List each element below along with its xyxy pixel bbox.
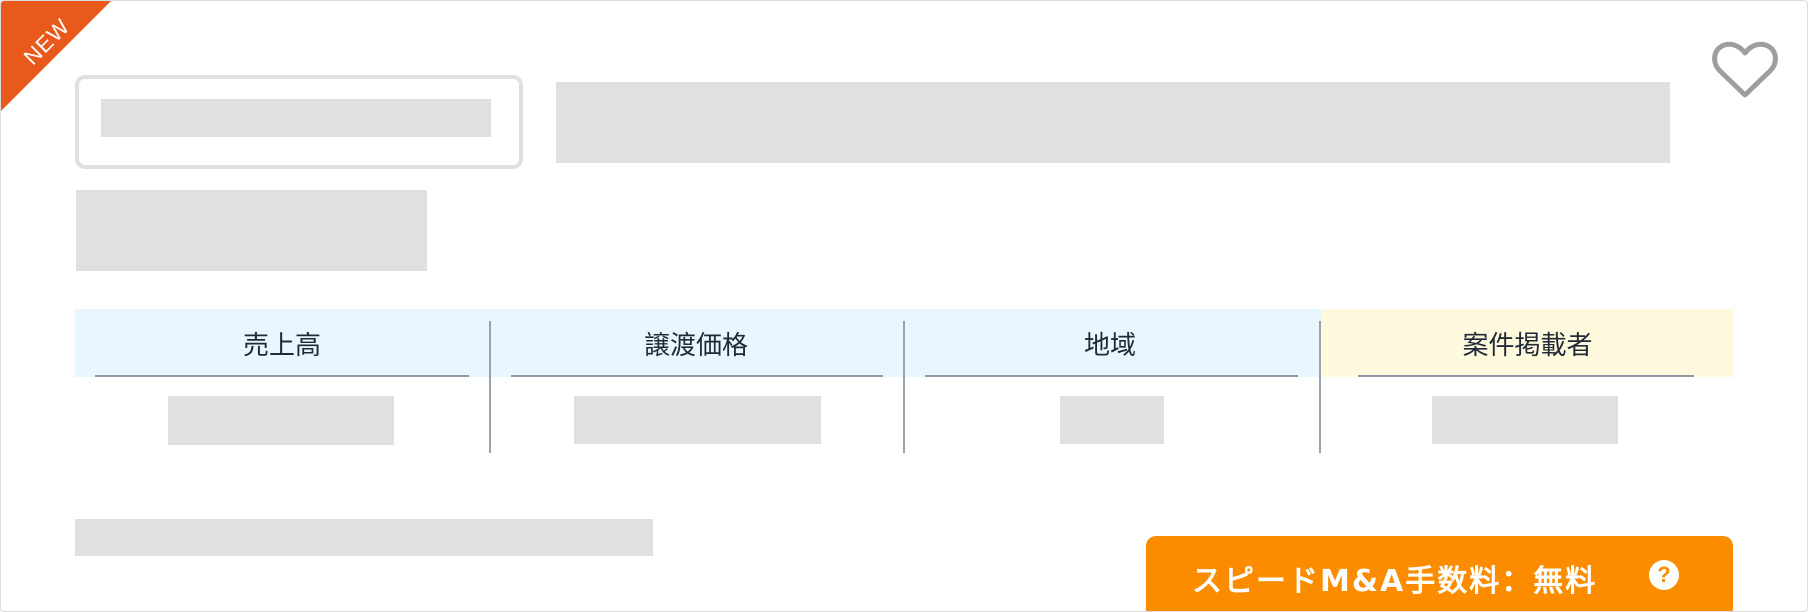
info-header-band (75, 309, 1321, 377)
category-tag-skeleton (101, 99, 491, 137)
fee-info-button[interactable]: スピードM&A手数料：無料 ? (1146, 536, 1733, 611)
title-skeleton (556, 82, 1670, 163)
poster-header-label: 案件掲載者 (1462, 331, 1593, 361)
region-value-skeleton (1060, 396, 1164, 444)
description-skeleton (75, 519, 653, 556)
column-divider (489, 321, 491, 453)
poster-header: 案件掲載者 (1321, 309, 1734, 377)
column-divider (1319, 321, 1321, 453)
poster-value-skeleton (1432, 396, 1618, 444)
region-underline (925, 375, 1298, 377)
poster-underline (1358, 375, 1694, 377)
category-tag-placeholder (75, 75, 523, 169)
fee-info-label: スピードM&A手数料：無料 (1192, 564, 1598, 599)
sales-header: 売上高 (75, 309, 489, 377)
price-header-label: 譲渡価格 (643, 331, 748, 361)
price-header: 譲渡価格 (489, 309, 903, 377)
sales-underline (95, 375, 469, 377)
price-value-skeleton (574, 396, 821, 444)
sales-value-skeleton (168, 396, 394, 445)
region-header: 地域 (903, 309, 1317, 377)
region-header-label: 地域 (1083, 331, 1136, 361)
column-divider (903, 321, 905, 453)
sales-header-label: 売上高 (242, 331, 321, 361)
price-underline (511, 375, 883, 377)
poster-header-band (1321, 309, 1734, 377)
question-circle-icon[interactable]: ? (1649, 560, 1679, 590)
heart-outline-icon[interactable] (1711, 41, 1779, 101)
subtitle-skeleton (76, 190, 427, 271)
